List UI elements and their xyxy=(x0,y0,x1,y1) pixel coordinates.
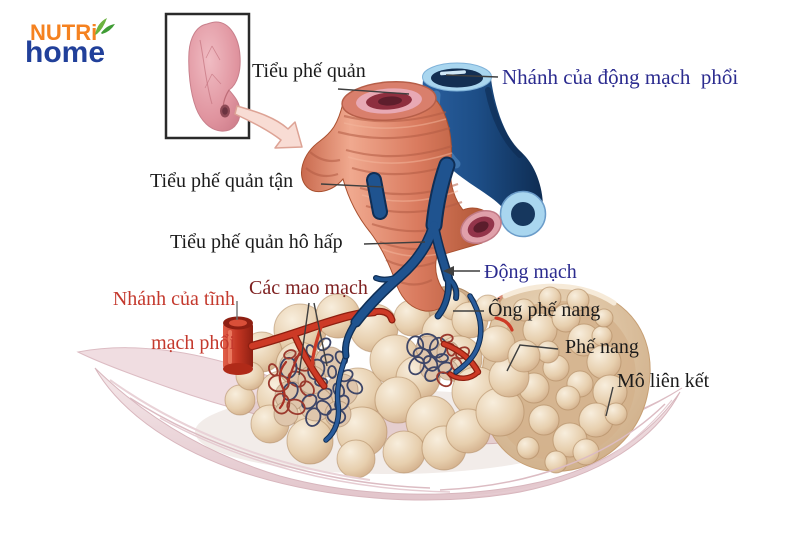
pulmonary-artery-branch-label: Nhánh của động mạch phổi xyxy=(502,65,739,89)
capillaries-label: Các mao mạch xyxy=(249,277,368,299)
artery-branch xyxy=(342,156,460,360)
alveolus-label: Phế nang xyxy=(565,336,639,358)
terminal-bronchiole-label: Tiểu phế quản tận xyxy=(150,170,294,192)
pulmonary-artery xyxy=(422,62,547,238)
connective-tissue xyxy=(94,367,681,501)
logo-home-text: home xyxy=(25,36,106,69)
pulmonary-vein-branch xyxy=(223,316,253,375)
logo-nutri-text: NUTRi xyxy=(30,20,98,45)
pulmonary-vein-branch-label: Nhánh của tĩnh mạch phổi xyxy=(90,266,235,376)
pulmonary-vein-branch-label-line2: mạch phổi xyxy=(151,332,235,354)
alveolar-duct-label: Ống phế nang xyxy=(488,299,601,321)
connective-tissue-label: Mô liên kết xyxy=(617,370,710,392)
alveolar-sac xyxy=(425,283,651,474)
artery-label: Động mạch xyxy=(484,261,577,283)
respiratory-bronchiole-label: Tiểu phế quản hô hấp xyxy=(170,231,343,253)
nutrihome-logo: NUTRi home xyxy=(25,17,120,72)
leaf-icon xyxy=(95,18,115,35)
pulmonary-vein-branch-label-line1: Nhánh của tĩnh xyxy=(112,288,235,310)
bronchiole-label: Tiểu phế quản xyxy=(252,60,366,82)
lung-inset xyxy=(164,12,251,140)
leader-lines xyxy=(236,74,614,417)
inset-arrow-icon xyxy=(234,105,303,149)
